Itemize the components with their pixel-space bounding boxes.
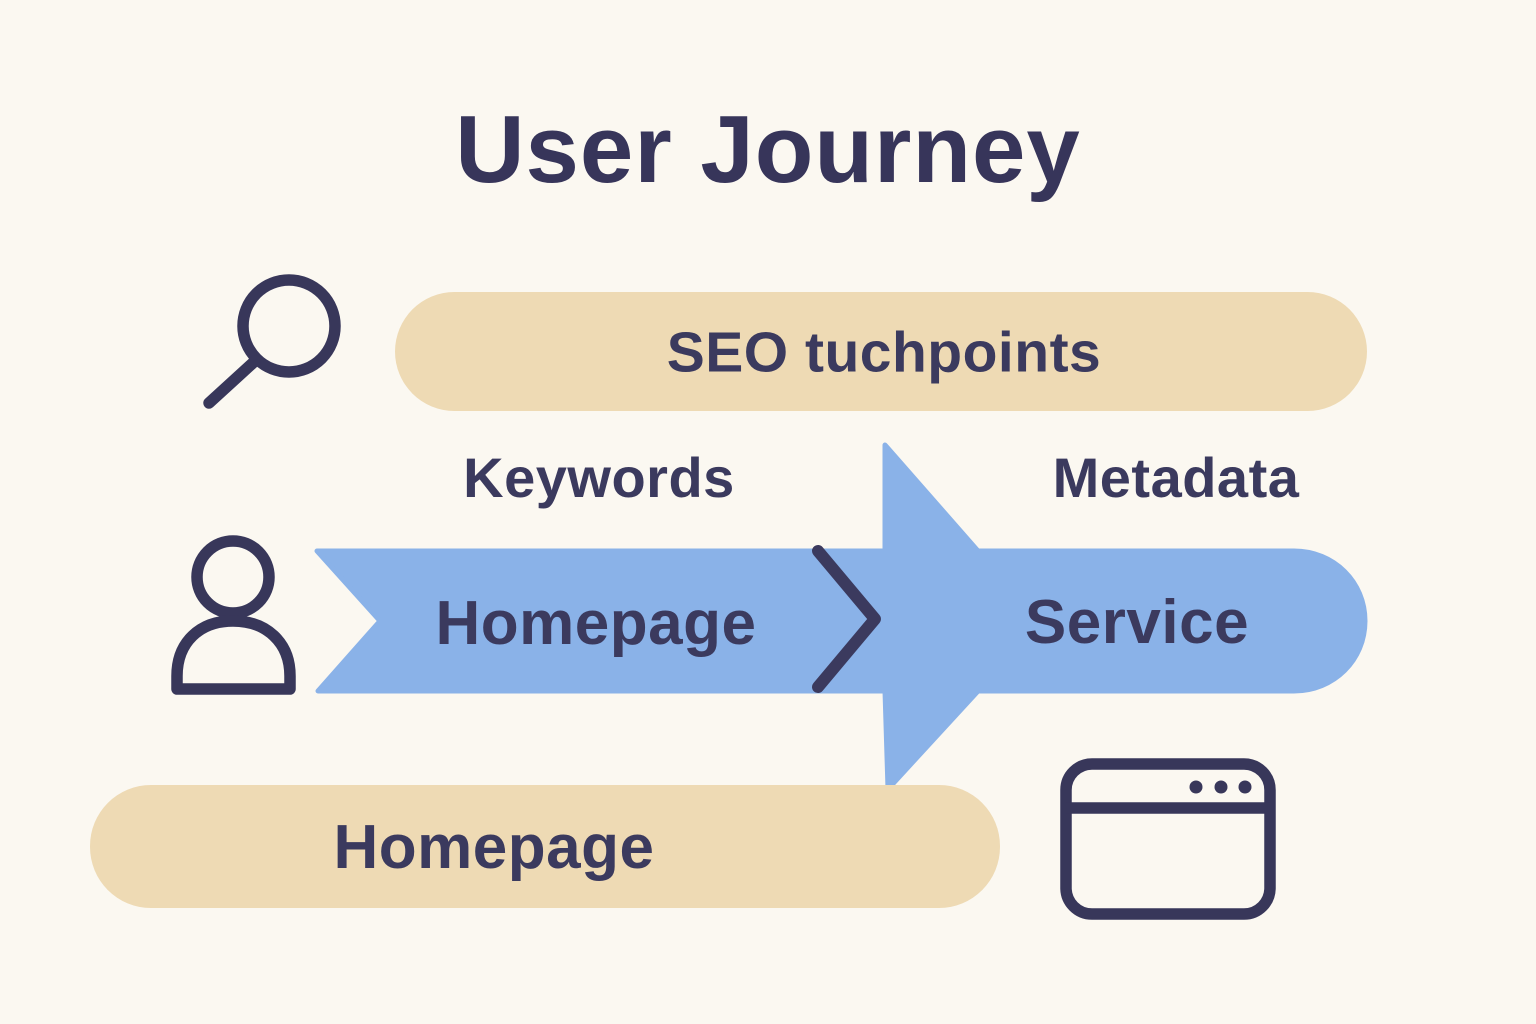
homepage-pill-label: Homepage bbox=[333, 813, 655, 882]
search-icon bbox=[203, 274, 341, 409]
seo-touchpoints-label: SEO tuchpoints bbox=[666, 320, 1102, 385]
homepage-stage-label: Homepage bbox=[435, 589, 757, 658]
user-icon bbox=[171, 535, 296, 695]
keywords-label: Keywords bbox=[463, 446, 735, 509]
browser-window-icon bbox=[1060, 758, 1276, 920]
seo-touchpoints-pill bbox=[395, 292, 1367, 411]
metadata-label: Metadata bbox=[1052, 446, 1300, 509]
homepage-pill bbox=[90, 785, 1000, 908]
page-title: User Journey bbox=[455, 96, 1081, 203]
service-stage-label: Service bbox=[1024, 588, 1250, 657]
journey-arrow-shape bbox=[314, 442, 1368, 792]
chevron-right-icon bbox=[812, 545, 881, 693]
